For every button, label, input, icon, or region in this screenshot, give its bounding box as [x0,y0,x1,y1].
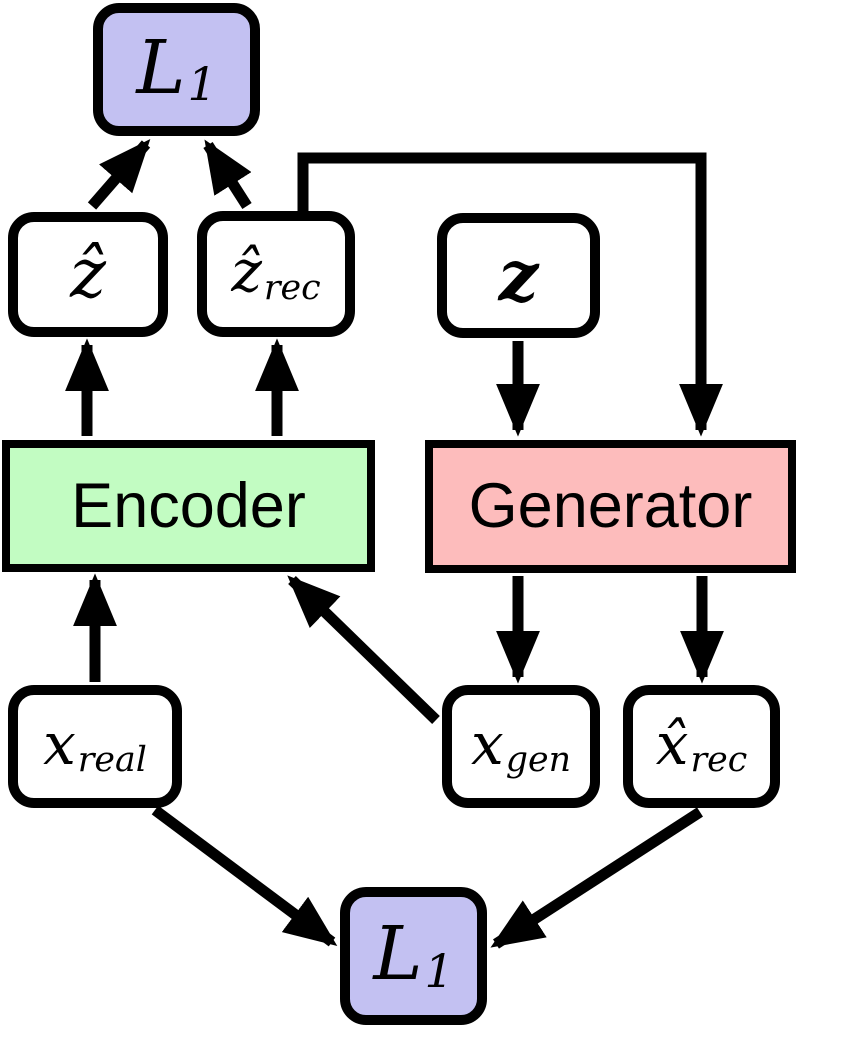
node-z-hat-rec: ẑrec [197,211,355,337]
node-z-hat-label: ẑ [70,234,106,314]
node-z-hat-rec-label: ẑrec [231,237,321,308]
node-x-hat-rec: x̂rec [623,685,780,808]
node-l1-bottom: L1 [340,887,487,1025]
node-x-gen: xgen [442,685,600,808]
node-x-hat-rec-label: x̂rec [655,709,748,781]
node-l1-bottom-label: L1 [373,911,454,998]
arrow-xhatrec-to-l1bottom [490,807,703,949]
node-generator-label: Generator [468,471,753,541]
node-encoder: Encoder [2,440,375,572]
arrow-xgen-to-encoder [287,575,440,724]
arrow-zhat-to-l1top [87,139,151,210]
node-encoder-label: Encoder [71,470,306,541]
arrow-zhatrec-to-generator [297,152,723,437]
arrow-xreal-to-l1bottom [151,805,338,947]
node-l1-top: L1 [93,3,260,136]
arrow-zhatrec-to-l1top [203,139,252,209]
node-x-real: xreal [8,685,182,808]
node-z-label: z [498,233,539,317]
node-generator: Generator [425,440,796,573]
node-z: z [437,213,600,338]
node-x-real-label: xreal [43,709,147,781]
node-z-hat: ẑ [8,212,168,337]
node-x-gen-label: xgen [471,709,571,781]
node-l1-top-label: L1 [136,24,217,112]
